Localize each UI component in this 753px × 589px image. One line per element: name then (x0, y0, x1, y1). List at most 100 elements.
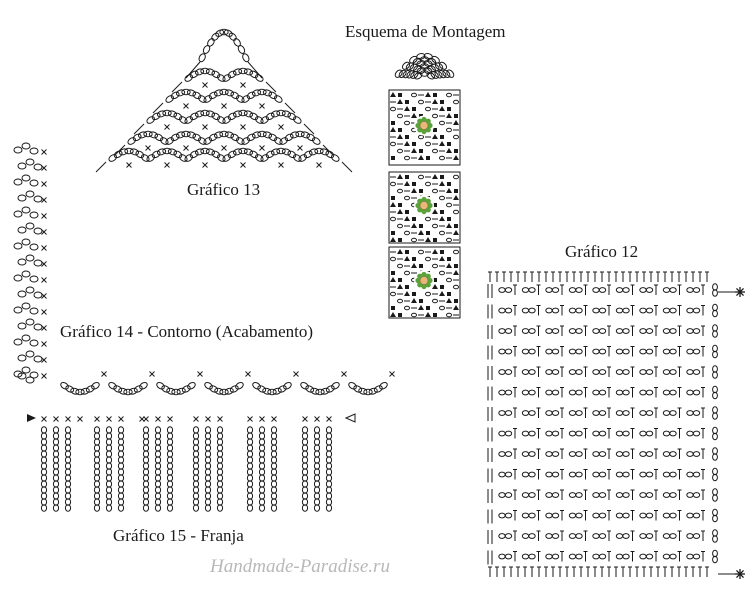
chain-stitch (93, 492, 101, 500)
chain-stitch (205, 110, 216, 118)
chain-stitch (598, 430, 607, 437)
chain-stitch (21, 270, 31, 278)
chain-stitch (64, 504, 72, 512)
single-crochet-mark (202, 162, 208, 168)
chain-stitch (204, 462, 212, 470)
chain-stitch (270, 492, 278, 500)
chain-stitch (662, 471, 671, 478)
chain-stitch (173, 112, 183, 121)
block-fill-mark (447, 182, 451, 186)
chain-stitch (52, 432, 60, 440)
chain-stitch (615, 430, 624, 437)
chain-stitch (29, 147, 39, 155)
chain-stitch (255, 154, 264, 162)
chain-stitch (129, 148, 140, 156)
chain-stitch (154, 492, 162, 500)
single-crochet-mark (221, 145, 227, 151)
chain-stitch (325, 385, 335, 393)
single-crochet-mark (41, 416, 47, 422)
chain-stitch (166, 444, 174, 452)
chain-stitch (397, 263, 403, 269)
chain-stitch (166, 456, 174, 464)
chain-stitch (379, 381, 388, 390)
chain-stitch (166, 450, 174, 458)
chain-stitch (301, 468, 309, 476)
chain-stitch (521, 389, 530, 396)
chain-stitch (165, 137, 174, 145)
chain-stitch (430, 70, 439, 79)
chain-stitch (238, 147, 248, 155)
chain-stitch (615, 512, 624, 519)
chain-stitch (598, 471, 607, 478)
chain-stitch (645, 430, 654, 437)
chain-stitch (258, 486, 266, 494)
block-fill-mark (447, 107, 451, 111)
chain-stitch (270, 444, 278, 452)
chain-stitch (669, 533, 677, 539)
chain-stitch (52, 438, 60, 446)
chain-stitch (40, 444, 48, 452)
chain-stitch (279, 137, 288, 145)
chain-stitch (426, 71, 436, 80)
leaf-mark (390, 277, 396, 282)
chain-stitch (425, 216, 431, 222)
chain-stitch (166, 474, 174, 482)
leaf-mark (446, 148, 452, 153)
chain-stitch (194, 68, 205, 76)
chain-stitch (639, 430, 647, 437)
chain-stitch (639, 328, 647, 334)
leaf-mark (404, 181, 410, 186)
chain-stitch (568, 307, 577, 314)
chain-arch (184, 109, 226, 124)
chain-stitch (213, 89, 224, 97)
chain-stitch (313, 474, 321, 482)
chain-stitch (216, 462, 224, 470)
chain-stitch (33, 291, 43, 299)
chain-stitch (270, 480, 278, 488)
chain-stitch (390, 256, 396, 262)
chain-stitch (545, 471, 553, 478)
chain-stitch (592, 369, 600, 375)
chain-stitch (404, 270, 410, 276)
chain-stitch (551, 348, 560, 355)
chain-stitch (390, 216, 396, 222)
chain-stitch (246, 504, 254, 512)
chain-stitch (438, 61, 448, 70)
chain-stitch (669, 348, 677, 355)
chain-stitch (320, 387, 330, 395)
chain-stitch (669, 451, 677, 457)
star-marker (735, 569, 745, 579)
leaf-mark (439, 291, 445, 296)
single-crochet-mark (126, 162, 132, 168)
chain-arch (222, 147, 264, 162)
chain-stitch (117, 492, 125, 500)
chain-stitch (425, 256, 431, 262)
chain-stitch (198, 95, 207, 103)
chain-stitch (592, 328, 600, 334)
chain-stitch (592, 553, 600, 560)
leaf-mark (397, 284, 403, 289)
chain-stitch (301, 438, 309, 446)
single-crochet-mark (259, 416, 265, 422)
chain-stitch (179, 116, 188, 124)
chain-stitch (551, 287, 560, 293)
chain-stitch (551, 430, 560, 437)
chain-stitch (528, 512, 536, 519)
single-crochet-mark (247, 416, 253, 422)
chain-stitch (545, 533, 553, 539)
chain-stitch (575, 512, 583, 519)
chain-stitch (439, 195, 445, 201)
chain-stitch (204, 444, 212, 452)
chain-stitch (598, 389, 607, 396)
chain-stitch (223, 29, 233, 37)
single-crochet-mark (41, 149, 47, 155)
chain-stitch (258, 426, 266, 434)
chain-arch (198, 28, 250, 63)
chain-stitch (29, 339, 39, 347)
chain-stitch (300, 131, 311, 139)
chain-stitch (154, 504, 162, 512)
block-fill-mark (412, 292, 416, 296)
single-crochet-mark (341, 371, 347, 377)
chain-stitch (453, 99, 459, 105)
